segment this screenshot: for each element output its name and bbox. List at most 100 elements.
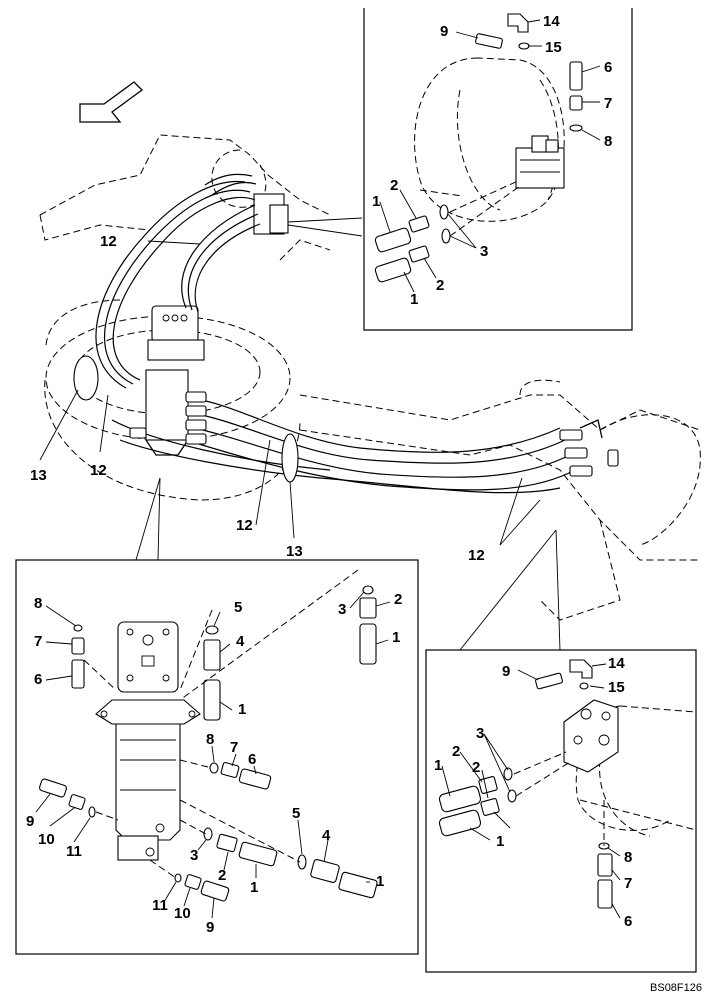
inset-tr-callout-3: 3 [480,243,488,260]
callout-clamp-13-left: 13 [30,467,47,484]
inset-tr-callout-2-bottom: 2 [436,277,444,294]
front-direction-arrow-icon [79,81,143,123]
inset-bl-fitting-10-left [68,794,86,810]
inset-tr-callout-8: 8 [604,133,612,150]
callout-clamp-13-mid: 13 [286,543,303,560]
inset-tr-callout-6: 6 [604,59,612,76]
inset-bl-callout-4-top: 4 [236,633,245,650]
inset-bl-oring-8-mid [209,762,219,774]
inset-bl-callout-6-mid: 6 [248,751,256,768]
inset-bottom-right: 9 14 15 3 1 2 2 1 8 7 6 [425,649,697,973]
inset-br-callout-9: 9 [502,663,510,680]
inset-bl-callout-1-bottomright: 1 [376,873,384,890]
inset-tr-callout-9: 9 [440,23,448,40]
inset-tr-oring-8 [569,124,583,132]
inset-tr-fitting-7 [569,95,583,111]
inset-tr-callout-1-bottom: 1 [410,291,418,308]
inset-bl-callout-9-bottom: 9 [206,919,214,936]
inset-bl-fitting-7-mid [220,762,240,778]
inset-br-callout-3: 3 [476,725,484,742]
inset-tr-callout-14: 14 [543,13,560,30]
inset-br-callout-1-top: 1 [434,757,442,774]
inset-bl-callout-11-left: 11 [66,843,82,860]
inset-bl-callout-6-left: 6 [34,671,42,688]
inset-tr-valve-block [515,135,565,189]
inset-bl-callout-5-bottom: 5 [292,805,300,822]
inset-bl-fitting-4-bottom [310,859,340,883]
inset-tr-callout-7: 7 [604,95,612,112]
inset-bl-oring-5-top [205,625,219,635]
hose-bundle-upper [95,173,261,389]
inset-bottom-left: 8 7 6 5 4 1 3 2 1 8 7 6 9 10 11 5 4 1 3 … [15,559,419,955]
inset-br-fitting-9 [535,672,563,690]
inset-bl-callout-4-bottom: 4 [322,827,331,844]
inset-bl-swivel-joint [95,621,201,861]
inset-br-callout-8: 8 [624,849,632,866]
inset-bl-fitting-10-bottom [184,874,202,890]
zoom-leader-bottom-right [459,529,561,651]
inset-br-valve-block [563,699,619,773]
callout-hose-12-mid: 12 [236,517,253,534]
inset-bl-callout-1-bottom: 1 [250,879,258,896]
hose-clamp-left [73,355,99,401]
inset-bl-hose-9-left [39,778,67,798]
inset-br-callout-14: 14 [608,655,625,672]
inset-tr-callout-1-top: 1 [372,193,380,210]
inset-bl-callout-10-left: 10 [38,831,55,848]
callout-hose-12-upper: 12 [100,233,117,250]
inset-bl-callout-3-bottom: 3 [190,847,198,864]
inset-bl-hose-1-bottomright [338,871,378,899]
inset-br-fitting-7 [597,853,613,877]
inset-br-hose-6 [597,879,613,909]
inset-bl-oring-8-left [73,624,83,632]
inset-br-callout-6: 6 [624,913,632,930]
callout-hose-12-left: 12 [90,462,107,479]
inset-br-callout-2-top-right: 2 [472,759,480,776]
inset-bl-callout-1-top: 1 [238,701,246,718]
upper-frame-outline [39,134,331,241]
inset-br-callout-7: 7 [624,875,632,892]
drawing-code: BS08F126 [650,982,702,994]
zoom-leader-bottom-left [135,477,161,561]
inset-tr-hose-6 [569,61,583,91]
callout-hose-12-right: 12 [468,547,485,564]
inset-bl-oring-11-bottom [174,873,182,883]
inset-bl-oring-5-bottom [297,854,307,870]
inset-top-right: 9 14 15 6 7 8 1 2 3 2 1 [363,8,633,331]
inset-bl-oring-3-top [362,585,374,595]
inset-br-oring-15 [579,682,589,690]
inset-bl-callout-11-bottom: 11 [152,897,168,914]
inset-bl-oring-3-bottom [203,827,213,841]
inset-bl-hose-1-topright [359,623,377,665]
inset-bl-callout-2-top: 2 [394,591,402,608]
inset-bl-hose-9-bottom [200,880,230,902]
inset-bl-callout-8-mid: 8 [206,731,214,748]
inset-bl-fitting-4-top [203,639,221,671]
track-frame-outline [299,394,701,561]
inset-br-callout-1-bottom: 1 [496,833,504,850]
inset-bl-hose-1-top [203,679,221,721]
inset-tr-oring-15 [518,42,530,50]
inset-tr-fitting-9 [475,33,503,49]
inset-bl-callout-10-bottom: 10 [174,905,191,922]
inset-bl-callout-1-topright: 1 [392,629,400,646]
inset-bl-callout-9-left: 9 [26,813,34,830]
inset-bl-hose-6-left [71,659,85,689]
inset-bl-fitting-7-left [71,637,85,655]
inset-tr-callout-2-top: 2 [390,177,398,194]
inset-br-hoses [438,767,517,837]
inset-bl-callout-7-left: 7 [34,633,42,650]
inset-tr-callout-15: 15 [545,39,562,56]
swivel-fittings [129,391,207,445]
main-view: 12 12 13 12 13 12 [30,81,701,651]
inset-bl-fitting-2-top [359,597,377,619]
travel-motor-fittings [559,419,619,477]
inset-bl-callout-2-bottom: 2 [218,867,226,884]
inset-bl-hose-6-mid [238,768,272,790]
inset-br-callout-2-top-left: 2 [452,743,460,760]
main-leader-lines [39,217,541,546]
inset-tr-hoses [374,204,451,283]
inset-bl-fitting-2-bottom [216,833,238,853]
inset-br-callout-15: 15 [608,679,625,696]
